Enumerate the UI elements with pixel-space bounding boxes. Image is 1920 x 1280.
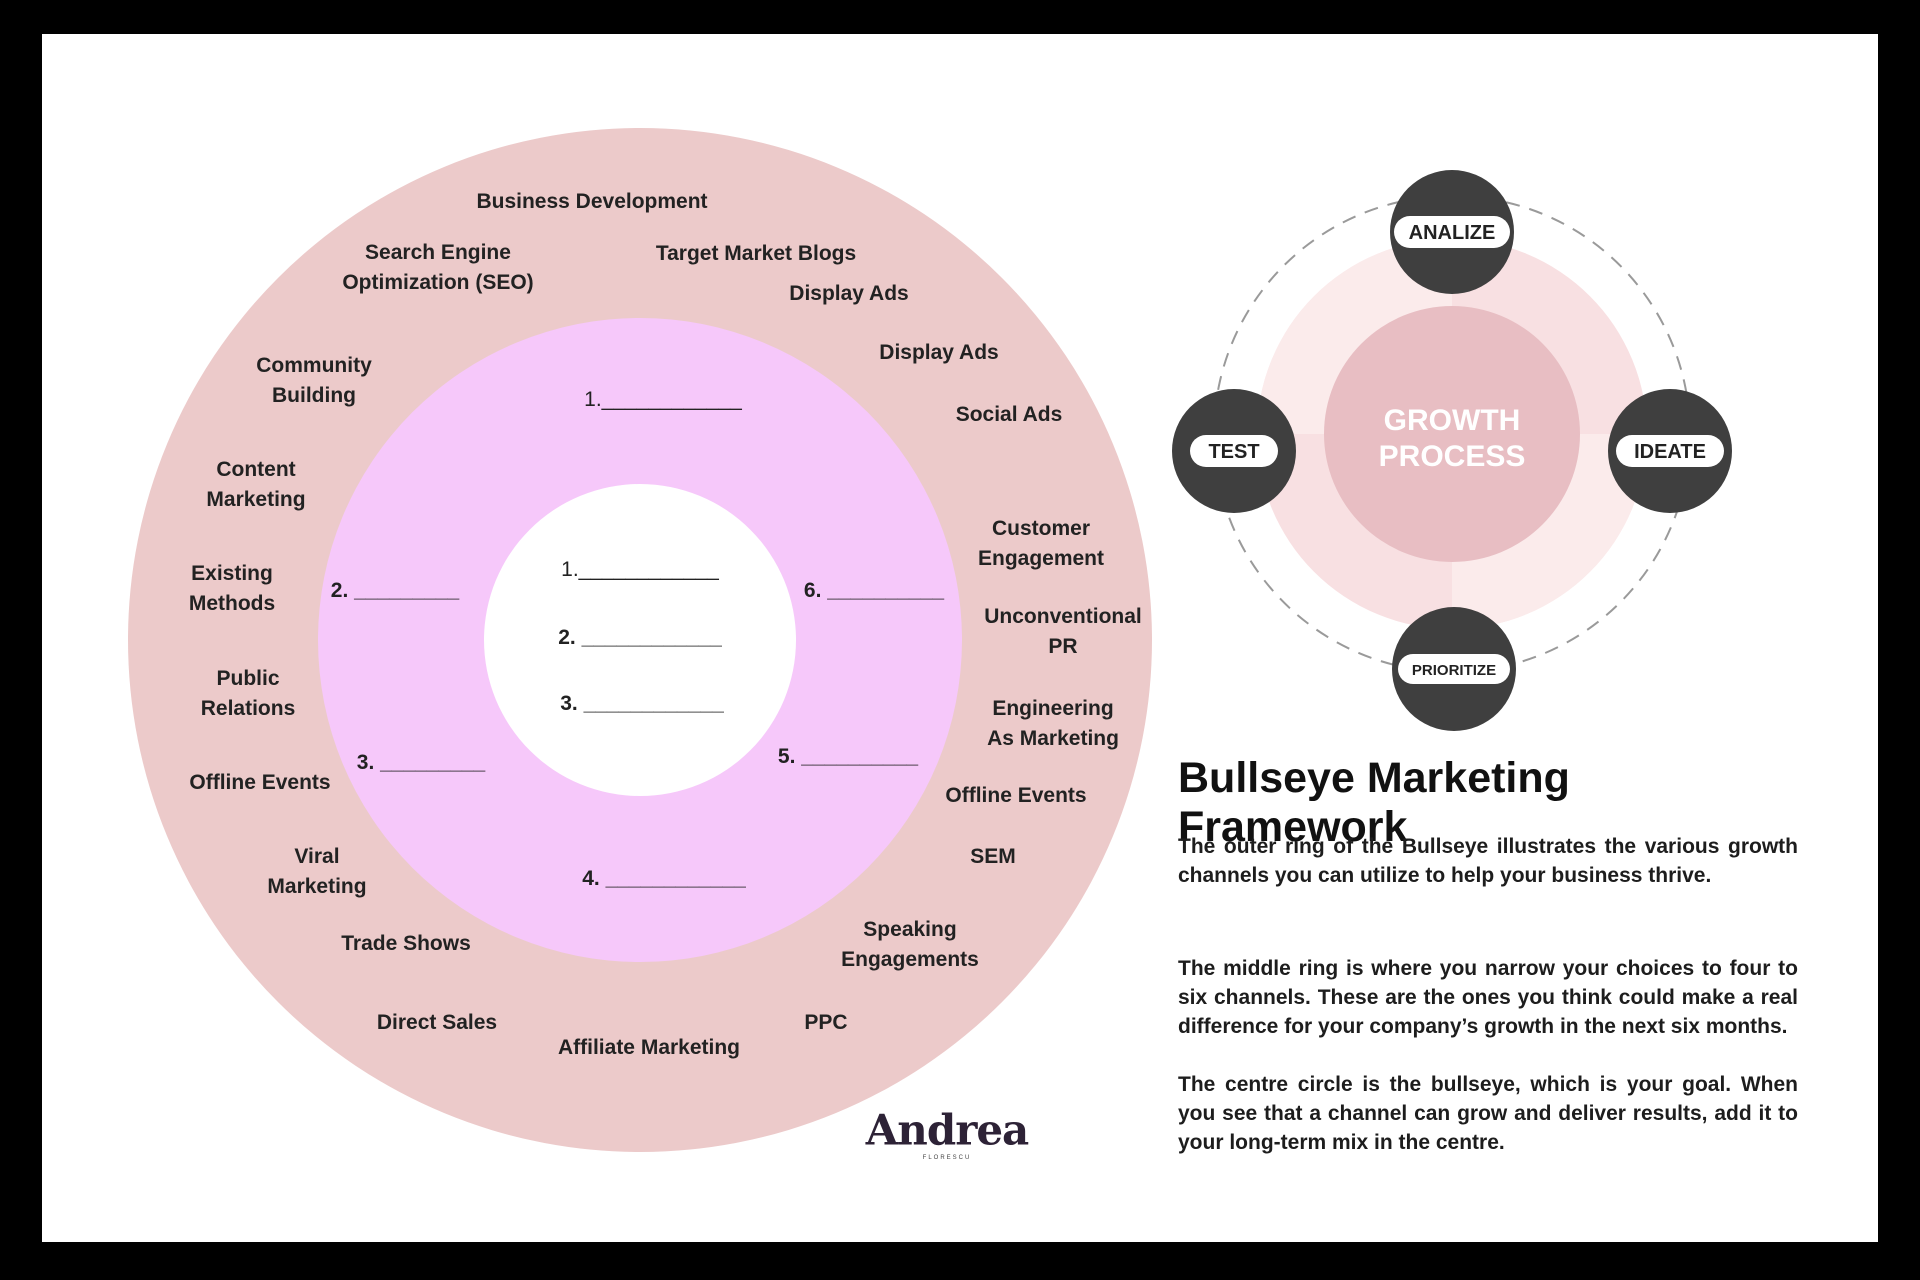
- worksheet-canvas: Business Development Search Engine Optim…: [42, 34, 1878, 1242]
- middle-blank-1[interactable]: 1.____________: [584, 388, 742, 411]
- framework-paragraph-middle: The middle ring is where you narrow your…: [1178, 957, 1798, 1038]
- growth-center-line2: PROCESS: [1379, 440, 1526, 473]
- channel-viral-marketing: Viral Marketing: [267, 845, 367, 898]
- channel-engineering-as-marketing: Engineering As Marketing: [987, 697, 1119, 750]
- framework-paragraph-centre: The centre circle is the bullseye, which…: [1178, 1073, 1798, 1154]
- channel-display-ads: Display Ads: [789, 282, 909, 305]
- middle-blank-6[interactable]: 6. __________: [803, 579, 945, 602]
- channel-display-ads: Display Ads: [879, 341, 999, 364]
- node-analize-label: ANALIZE: [1409, 222, 1496, 244]
- channel-direct-sales: Direct Sales: [376, 1011, 498, 1034]
- channel-trade-shows: Trade Shows: [341, 932, 471, 955]
- channel-offline-events: Offline Events: [945, 784, 1087, 807]
- channel-social-ads: Social Ads: [955, 403, 1063, 426]
- framework-title: Bullseye Marketing Framework: [1178, 754, 1570, 851]
- node-prioritize-label: PRIORITIZE: [1412, 662, 1496, 679]
- channel-unconventional-pr: Unconventional PR: [984, 605, 1142, 658]
- andrea-logo: Andrea: [865, 1105, 1030, 1155]
- channel-existing-methods: Existing Methods: [188, 562, 276, 615]
- growth-core-circle: [1324, 306, 1580, 562]
- channel-seo: Search Engine Optimization (SEO): [342, 241, 534, 294]
- node-ideate-label: IDEATE: [1634, 441, 1706, 463]
- channel-ppc: PPC: [804, 1011, 848, 1034]
- growth-center-line1: GROWTH: [1384, 404, 1521, 437]
- node-ideate-pill: [1616, 435, 1724, 467]
- inner-blank-2[interactable]: 2. ____________: [558, 626, 722, 649]
- middle-blank-5[interactable]: 5. __________: [777, 745, 919, 768]
- middle-blank-2[interactable]: 2. _________: [330, 579, 460, 602]
- inner-circle: [484, 484, 796, 796]
- channel-customer-engagement: Customer Engagement: [977, 517, 1105, 570]
- middle-blank-4[interactable]: 4. ____________: [582, 867, 746, 890]
- node-test-label: TEST: [1208, 441, 1259, 463]
- node-prioritize-pill: [1398, 654, 1510, 684]
- node-analize-pill: [1394, 216, 1510, 248]
- channel-public-relations: Public Relations: [200, 667, 296, 720]
- growth-process-diagram: GROWTH PROCESS ANALIZE IDEATE PRIORITIZE…: [1172, 170, 1732, 731]
- inner-blank-3[interactable]: 3. ____________: [560, 692, 724, 715]
- andrea-logo-sub: FLORESCU: [922, 1155, 972, 1161]
- channel-business-development: Business Development: [476, 190, 708, 213]
- channel-content-marketing: Content Marketing: [206, 458, 306, 511]
- channel-sem: SEM: [970, 845, 1016, 868]
- channel-target-market-blogs: Target Market Blogs: [655, 242, 857, 265]
- node-test-pill: [1190, 435, 1278, 467]
- channel-community-building: Community Building: [256, 354, 372, 407]
- channel-offline-events: Offline Events: [189, 771, 331, 794]
- inner-blank-1[interactable]: 1.____________: [561, 558, 719, 581]
- channel-speaking-engagements: Speaking Engagements: [841, 918, 979, 971]
- channel-affiliate-marketing: Affiliate Marketing: [557, 1036, 741, 1059]
- framework-paragraph-outer: The outer ring of the Bullseye illustrat…: [1178, 835, 1798, 887]
- middle-blank-3[interactable]: 3. _________: [356, 751, 486, 774]
